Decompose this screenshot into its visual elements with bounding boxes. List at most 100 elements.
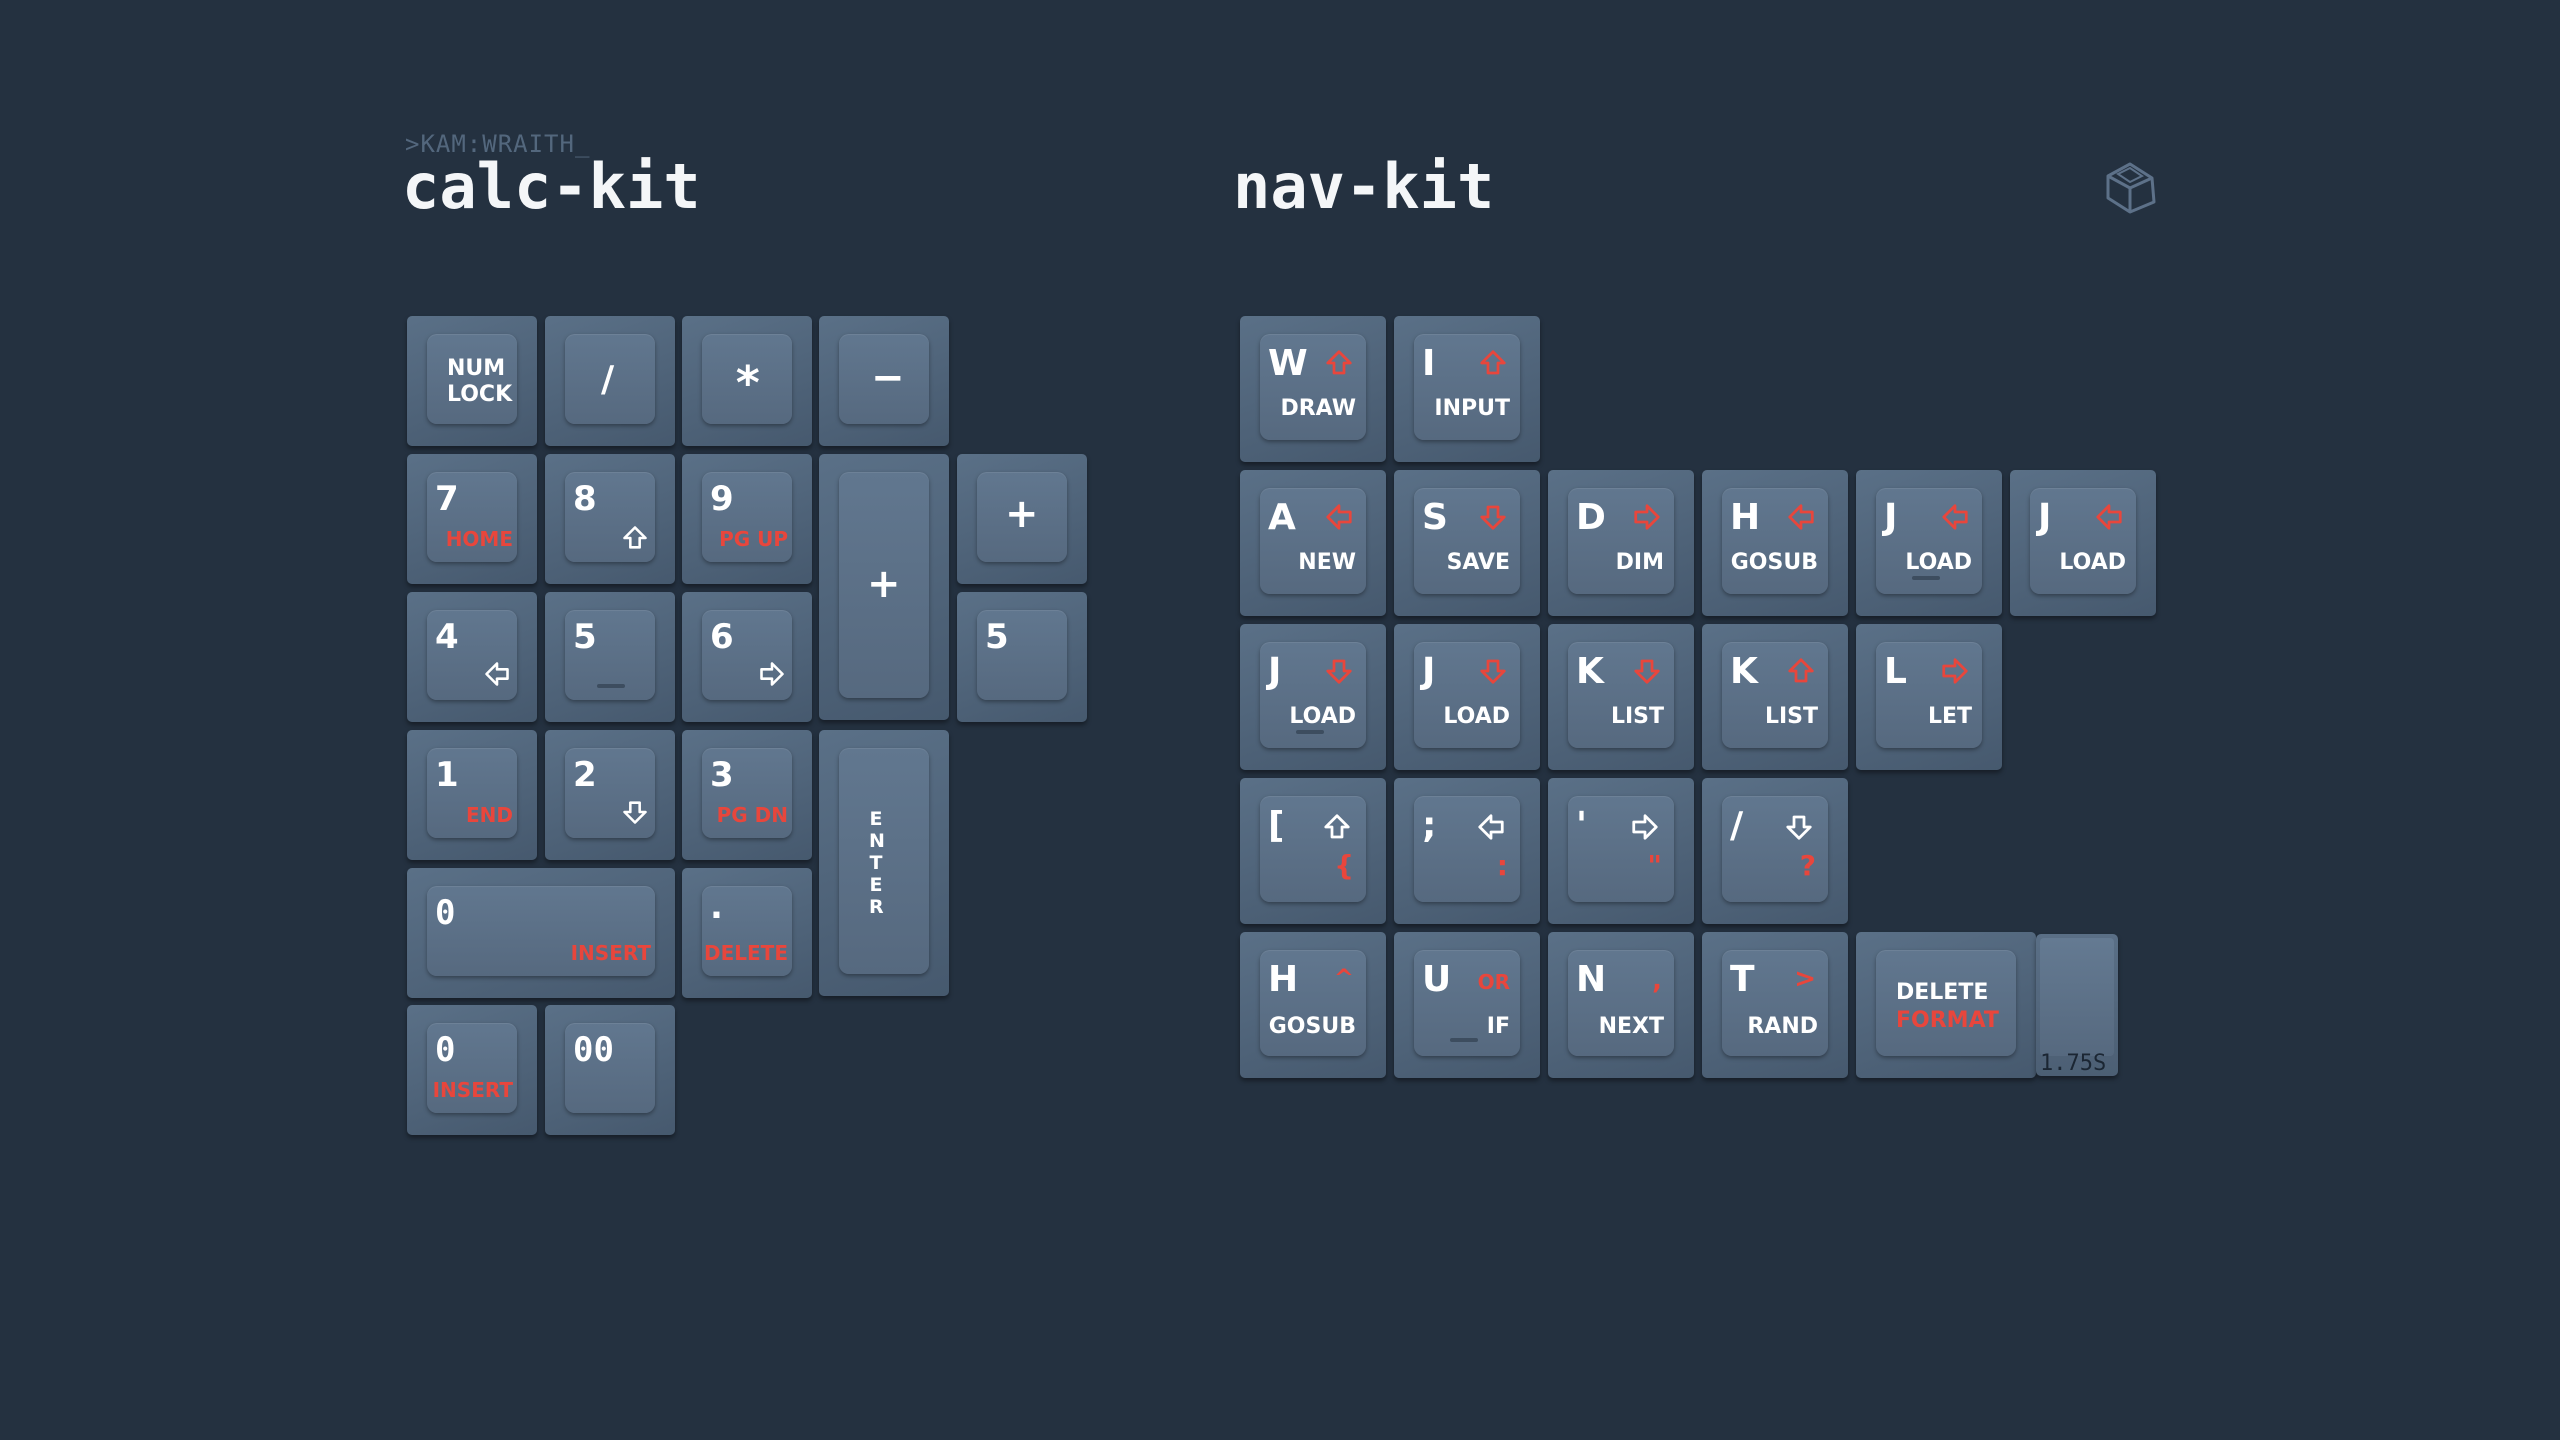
key-3-pgdn[interactable]: 3 PG DN xyxy=(682,730,812,860)
a-legend: A xyxy=(1268,497,1296,538)
numlock-key[interactable]: NUM LOCK xyxy=(407,316,537,446)
calc-kit-title: calc-kit xyxy=(402,150,701,223)
dot-legend: . xyxy=(710,887,723,927)
key-w-draw[interactable]: W DRAW xyxy=(1240,316,1386,462)
key-00-legend: 00 xyxy=(573,1030,614,1070)
key-dot-delete[interactable]: . DELETE xyxy=(682,868,812,998)
key-2-down[interactable]: 2 xyxy=(545,730,675,860)
key-bracket[interactable]: [ { xyxy=(1240,778,1386,924)
key-00[interactable]: 00 xyxy=(545,1005,675,1135)
delete-legend: DELETE xyxy=(1896,980,1989,1005)
list-legend: LIST xyxy=(1610,704,1664,729)
enter-legend: ENTER xyxy=(869,808,885,918)
new-legend: NEW xyxy=(1298,550,1356,575)
key-0-legend: 0 xyxy=(435,1030,456,1070)
key-0-wide[interactable]: 0 INSERT xyxy=(407,868,675,998)
key-6-right[interactable]: 6 xyxy=(682,592,812,722)
key-u-if[interactable]: U OR IF xyxy=(1394,932,1540,1078)
arrow-down-icon xyxy=(1784,812,1814,842)
slash-legend: / xyxy=(1730,805,1744,846)
key-7-home[interactable]: 7 HOME xyxy=(407,454,537,584)
load-legend: LOAD xyxy=(1443,704,1510,729)
key-h-gosub-2[interactable]: H ^ GOSUB xyxy=(1240,932,1386,1078)
or-legend: OR xyxy=(1477,970,1510,994)
key-t-rand[interactable]: T > RAND xyxy=(1702,932,1848,1078)
gosub-legend: GOSUB xyxy=(1268,1014,1356,1039)
key-j-load-3[interactable]: J LOAD xyxy=(1240,624,1386,770)
key-slash[interactable]: / ? xyxy=(1702,778,1848,924)
key-9-legend: 9 xyxy=(710,479,734,519)
key-3-legend: 3 xyxy=(710,755,734,795)
key-k-list-2[interactable]: K LIST xyxy=(1702,624,1848,770)
arrow-up-icon xyxy=(1324,348,1354,378)
arrow-up-icon xyxy=(1322,812,1352,842)
key-a-new[interactable]: A NEW xyxy=(1240,470,1386,616)
key-1-end[interactable]: 1 END xyxy=(407,730,537,860)
key-j-load-2[interactable]: J LOAD xyxy=(2010,470,2156,616)
key-5-extra-legend: 5 xyxy=(985,617,1009,657)
key-semicolon[interactable]: ; : xyxy=(1394,778,1540,924)
key-5[interactable]: 5 xyxy=(545,592,675,722)
plus-key[interactable]: + xyxy=(957,454,1087,584)
arrow-left-icon xyxy=(1940,502,1970,532)
arrow-left-icon xyxy=(2094,502,2124,532)
comma-legend: , xyxy=(1652,966,1662,996)
homing-bump xyxy=(1450,1038,1478,1042)
key-s-save[interactable]: S SAVE xyxy=(1394,470,1540,616)
arrow-down-icon xyxy=(1478,656,1508,686)
arrow-down-icon xyxy=(621,798,649,826)
pgup-legend: PG UP xyxy=(719,527,788,551)
j-legend: J xyxy=(1268,651,1282,692)
h-legend: H xyxy=(1268,959,1299,1000)
key-j-load-1[interactable]: J LOAD xyxy=(1856,470,2002,616)
caret-legend: ^ xyxy=(1333,964,1354,992)
load-legend: LOAD xyxy=(1905,550,1972,575)
enter-key[interactable]: ENTER xyxy=(819,730,949,996)
key-i-input[interactable]: I INPUT xyxy=(1394,316,1540,462)
arrow-left-icon xyxy=(1476,812,1506,842)
multiply-key[interactable]: * xyxy=(682,316,812,446)
tilted-keycap-icon xyxy=(2106,162,2156,214)
key-5-extra[interactable]: 5 xyxy=(957,592,1087,722)
homing-bump xyxy=(597,684,625,688)
key-l-let[interactable]: L LET xyxy=(1856,624,2002,770)
size-label: 1.75S xyxy=(2040,1051,2107,1076)
key-9-pgup[interactable]: 9 PG UP xyxy=(682,454,812,584)
arrow-down-icon xyxy=(1632,656,1662,686)
let-legend: LET xyxy=(1927,704,1972,729)
list-legend: LIST xyxy=(1764,704,1818,729)
key-k-list-1[interactable]: K LIST xyxy=(1548,624,1694,770)
j-legend: J xyxy=(1884,497,1898,538)
key-4-legend: 4 xyxy=(435,617,459,657)
minus-key[interactable]: − xyxy=(819,316,949,446)
key-4-left[interactable]: 4 xyxy=(407,592,537,722)
key-j-load-4[interactable]: J LOAD xyxy=(1394,624,1540,770)
k-legend: K xyxy=(1576,651,1604,692)
plus-tall-key[interactable]: + xyxy=(819,454,949,720)
home-legend: HOME xyxy=(445,527,513,551)
j-legend: J xyxy=(1422,651,1436,692)
next-legend: NEXT xyxy=(1598,1014,1664,1039)
key-0-wide-legend: 0 xyxy=(435,893,456,933)
rand-legend: RAND xyxy=(1747,1014,1818,1039)
key-delete-format[interactable]: DELETE FORMAT xyxy=(1856,932,2036,1078)
load-legend: LOAD xyxy=(2059,550,2126,575)
multiply-legend: * xyxy=(734,356,762,410)
l-legend: L xyxy=(1884,651,1907,692)
arrow-left-icon xyxy=(1786,502,1816,532)
key-h-gosub[interactable]: H GOSUB xyxy=(1702,470,1848,616)
if-legend: IF xyxy=(1486,1014,1510,1039)
s-legend: S xyxy=(1422,497,1448,538)
key-d-dim[interactable]: D DIM xyxy=(1548,470,1694,616)
brace-legend: { xyxy=(1334,849,1354,882)
bracket-legend: [ xyxy=(1268,805,1285,846)
divide-legend: / xyxy=(601,359,615,400)
key-n-next[interactable]: N , NEXT xyxy=(1548,932,1694,1078)
pgdn-legend: PG DN xyxy=(716,803,788,827)
semicolon-legend: ; xyxy=(1422,805,1437,846)
key-8-up[interactable]: 8 xyxy=(545,454,675,584)
divide-key[interactable]: / xyxy=(545,316,675,446)
kicker: >KAM:WRAITH_ xyxy=(405,130,591,158)
key-0-insert[interactable]: 0 INSERT xyxy=(407,1005,537,1135)
key-quote[interactable]: ' " xyxy=(1548,778,1694,924)
